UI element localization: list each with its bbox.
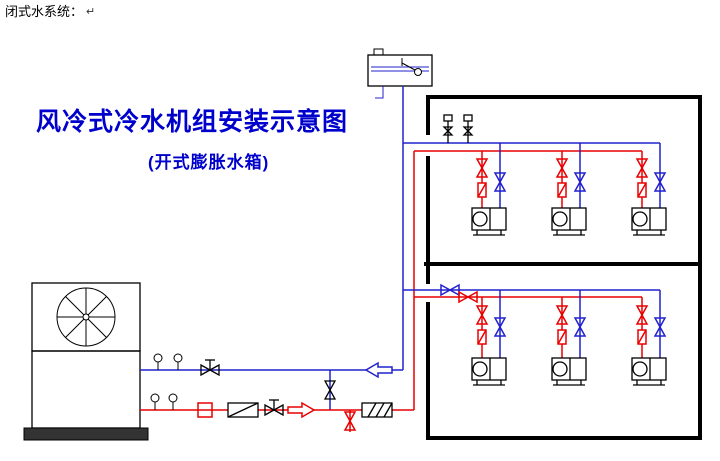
diagram-subtitle: (开式膨胀水箱) [148, 152, 269, 172]
expansion-tank [367, 48, 433, 87]
supply-pipe-run [140, 353, 403, 378]
strainer-icon [477, 329, 487, 345]
tank-float-icon [401, 58, 422, 76]
gate-valve-icon [200, 359, 220, 376]
gate-valve-icon [264, 399, 284, 416]
system-note: 闭式水系统： [5, 4, 83, 19]
diagram-title: 风冷式冷水机组安装示意图 [36, 107, 348, 136]
strainer-icon [637, 182, 647, 198]
flow-arrow-icon [365, 362, 393, 378]
fan-coil-unit [551, 207, 587, 236]
drain-line [344, 410, 356, 432]
thermometer-icon [168, 393, 178, 411]
fan-coil-unit [551, 357, 587, 386]
paragraph-mark-icon: ↵ [86, 6, 95, 18]
fan-coil-unit [631, 207, 667, 236]
fan-coil-unit [631, 357, 667, 386]
strainer-icon [637, 329, 647, 345]
flex-connector-icon [361, 402, 393, 418]
flow-arrow-icon [287, 402, 315, 418]
bypass-pipe [324, 370, 336, 410]
chiller-fan-icon [56, 287, 116, 347]
strainer-icon [557, 182, 567, 198]
strainer-icon [557, 329, 567, 345]
fan-coil-unit [471, 207, 507, 236]
tank-overflow-pipe [375, 86, 384, 99]
tank-fitting-icon [373, 48, 384, 56]
flow-switch-icon [197, 402, 213, 418]
lower-floor-piping [403, 284, 667, 386]
pressure-gauge-icon [150, 393, 160, 411]
fan-coil-unit [471, 357, 507, 386]
strainer-icon [477, 182, 487, 198]
chiller [23, 282, 149, 441]
thermometer-icon [173, 353, 183, 371]
pressure-gauge-icon [153, 353, 163, 371]
air-vent-icon [463, 114, 473, 144]
air-vent-icon [443, 114, 453, 144]
return-pipe-run [140, 393, 414, 418]
upper-floor-piping [403, 114, 667, 236]
chiller-base [23, 427, 149, 441]
check-valve-icon [227, 402, 259, 418]
building-outline [424, 95, 702, 440]
